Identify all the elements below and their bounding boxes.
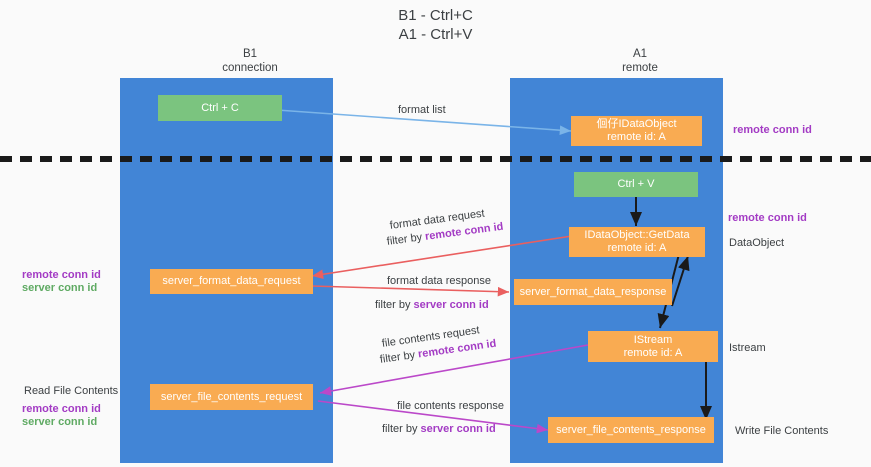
annotation-right-top-remote-conn-id: remote conn id — [733, 124, 812, 136]
annotation-left-low-server-conn-id: server conn id — [22, 416, 98, 428]
annotation-right-mid-remote-conn-id: remote conn id — [728, 212, 807, 224]
filter-prefix: filter by — [386, 230, 426, 248]
node-ctrl-v[interactable]: Ctrl + V — [574, 172, 698, 197]
annotation-right-istream: Istream — [729, 342, 766, 354]
conn-id-key: server conn id — [413, 299, 489, 311]
filter-prefix: filter by — [375, 299, 414, 311]
dashed-separator — [0, 156, 871, 162]
filter-prefix: filter by — [382, 423, 421, 435]
node-server-format-data-request[interactable]: server_format_data_request — [150, 269, 313, 294]
filter-prefix: filter by — [379, 348, 419, 366]
conn-id-key: server conn id — [420, 423, 496, 435]
column-header-a1: A1 remote — [622, 48, 658, 74]
annotation-left-low-remote-conn-id: remote conn id — [22, 403, 101, 415]
node-server-file-contents-response[interactable]: server_file_contents_response — [548, 417, 714, 443]
edge-label-file-contents-response: file contents response — [397, 400, 505, 412]
node-idataobject-create[interactable]: 佪仔IDataObject remote id: A — [571, 116, 702, 146]
annotation-right-write-file-contents: Write File Contents — [735, 425, 829, 437]
edge-label-file-contents-response-filter: filter by server conn id — [382, 422, 496, 436]
node-server-format-data-response[interactable]: server_format_data_response — [514, 279, 672, 305]
annotation-right-dataobject: DataObject — [729, 237, 785, 249]
node-ctrl-c[interactable]: Ctrl + C — [158, 95, 282, 121]
edge-label-format-data-response: format data response — [387, 275, 491, 287]
node-idataobject-getdata[interactable]: IDataObject::GetData remote id: A — [569, 227, 705, 257]
annotation-left-mid-server-conn-id: server conn id — [22, 282, 98, 294]
annotation-left-read-file-contents: Read File Contents — [24, 385, 119, 397]
node-istream[interactable]: IStream remote id: A — [588, 331, 718, 362]
node-server-file-contents-request[interactable]: server_file_contents_request — [150, 384, 313, 410]
edge-label-format-data-response-filter: filter by server conn id — [375, 298, 489, 312]
annotation-left-mid-remote-conn-id: remote conn id — [22, 269, 101, 281]
edge-label-format-list: format list — [398, 104, 446, 116]
page-title: B1 - Ctrl+C A1 - Ctrl+V — [398, 7, 473, 43]
column-header-b1: B1 connection — [222, 48, 278, 74]
